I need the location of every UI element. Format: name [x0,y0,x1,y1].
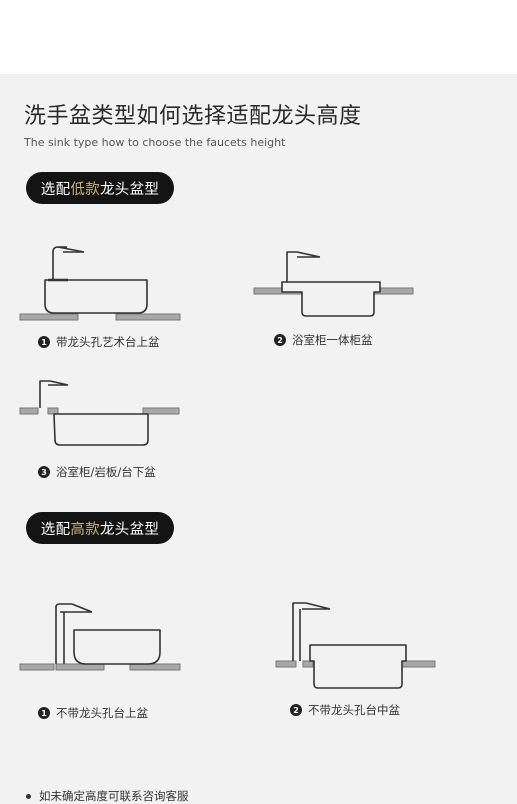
number-badge: 1 [38,336,50,348]
section-high-faucet-badge: 选配高款龙头盆型 [26,512,174,544]
caption-low-3-label: 浴室柜/岩板/台下盆 [56,465,156,479]
caption-high-2-label: 不带龙头孔台中盆 [308,703,400,717]
diagram-semi-recessed-sink [275,602,436,689]
section-low-highlight: 低款 [70,181,100,198]
number-badge: 2 [290,704,302,716]
section-high-highlight: 高款 [70,521,100,538]
section-low-pre: 选配 [40,181,71,198]
section-low-faucet-badge: 选配低款龙头盆型 [26,172,174,204]
page-title: 洗手盆类型如何选择适配龙头高度 [24,104,362,129]
top-band [0,0,517,74]
section-high-post: 龙头盆型 [100,521,160,538]
caption-high-1-label: 不带龙头孔台上盆 [56,706,148,720]
diagram-vessel-sink-with-hole [19,246,181,321]
page-subtitle: The sink type how to choose the faucets … [24,136,286,149]
caption-low-3: 3 浴室柜/岩板/台下盆 [38,464,156,480]
caption-low-2-label: 浴室柜一体柜盆 [292,333,373,347]
number-badge: 3 [38,466,50,478]
section-high-pre: 选配 [40,521,71,538]
diagram-cabinet-basin [253,251,414,317]
diagram-undermount-basin [19,380,180,446]
bullet-dot-icon [26,793,31,799]
number-badge: 2 [274,334,286,346]
footer-note-text: 如未确定高度可联系咨询客服 [39,789,189,803]
footer-note: 如未确定高度可联系咨询客服 [26,788,189,804]
diagram-vessel-sink-no-hole [19,603,181,671]
section-low-post: 龙头盆型 [100,181,160,198]
caption-high-2: 2 不带龙头孔台中盆 [290,702,400,718]
number-badge: 1 [38,707,50,719]
caption-low-1: 1 带龙头孔艺术台上盆 [38,334,160,350]
caption-high-1: 1 不带龙头孔台上盆 [38,705,148,721]
caption-low-2: 2 浴室柜一体柜盆 [274,332,373,348]
caption-low-1-label: 带龙头孔艺术台上盆 [56,335,160,349]
